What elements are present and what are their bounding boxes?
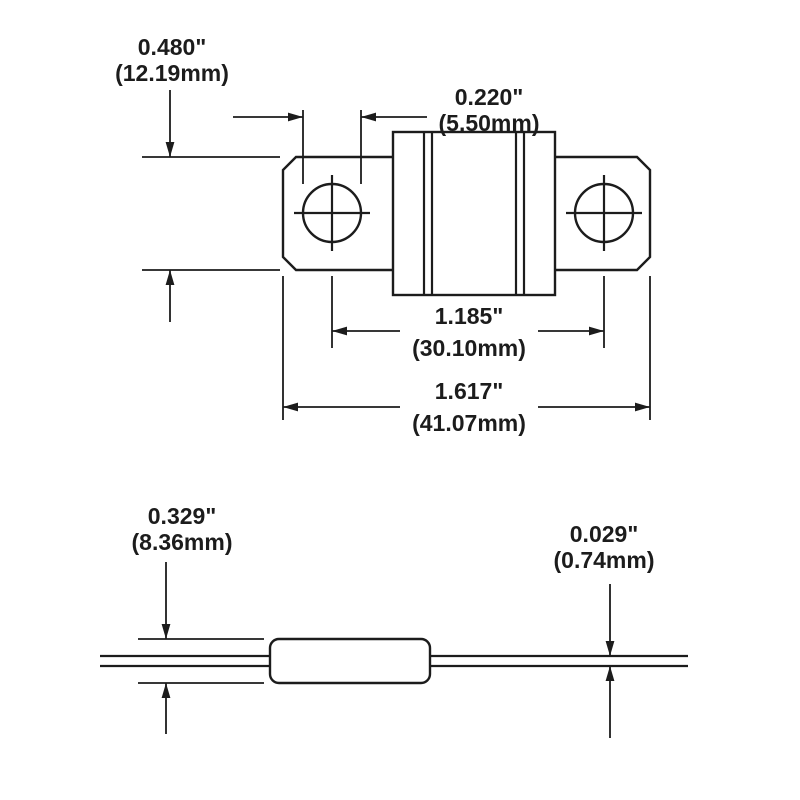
- fuse-center-body: [391, 130, 557, 297]
- dim-body-thickness-mm: (8.36mm): [132, 529, 233, 555]
- dim-overall-length-inch: 1.617": [435, 378, 503, 404]
- dim-body-thickness-inch: 0.329": [148, 503, 216, 529]
- dimension-terminal-thickness: 0.029" (0.74mm): [554, 521, 655, 738]
- dim-hole-spacing-inch: 1.185": [435, 303, 503, 329]
- dim-overall-length-mm: (41.07mm): [412, 410, 526, 436]
- dim-terminal-thickness-inch: 0.029": [570, 521, 638, 547]
- dimension-hole-diameter: 0.220" (5.50mm): [233, 84, 539, 184]
- side-view: [100, 637, 688, 685]
- dim-flange-height-mm: (12.19mm): [115, 60, 229, 86]
- fuse-body-side-profile: [268, 637, 432, 685]
- dimension-overall-length: 1.617" (41.07mm): [282, 276, 651, 436]
- top-view: [281, 130, 652, 297]
- dim-flange-height-inch: 0.480": [138, 34, 206, 60]
- dim-hole-diameter-inch: 0.220": [455, 84, 523, 110]
- dim-terminal-thickness-mm: (0.74mm): [554, 547, 655, 573]
- dim-hole-diameter-mm: (5.50mm): [439, 110, 540, 136]
- dimension-flange-height: 0.480" (12.19mm): [115, 34, 280, 322]
- dim-hole-spacing-mm: (30.10mm): [412, 335, 526, 361]
- dimension-body-thickness: 0.329" (8.36mm): [132, 503, 264, 734]
- dimension-hole-spacing: 1.185" (30.10mm): [331, 276, 605, 361]
